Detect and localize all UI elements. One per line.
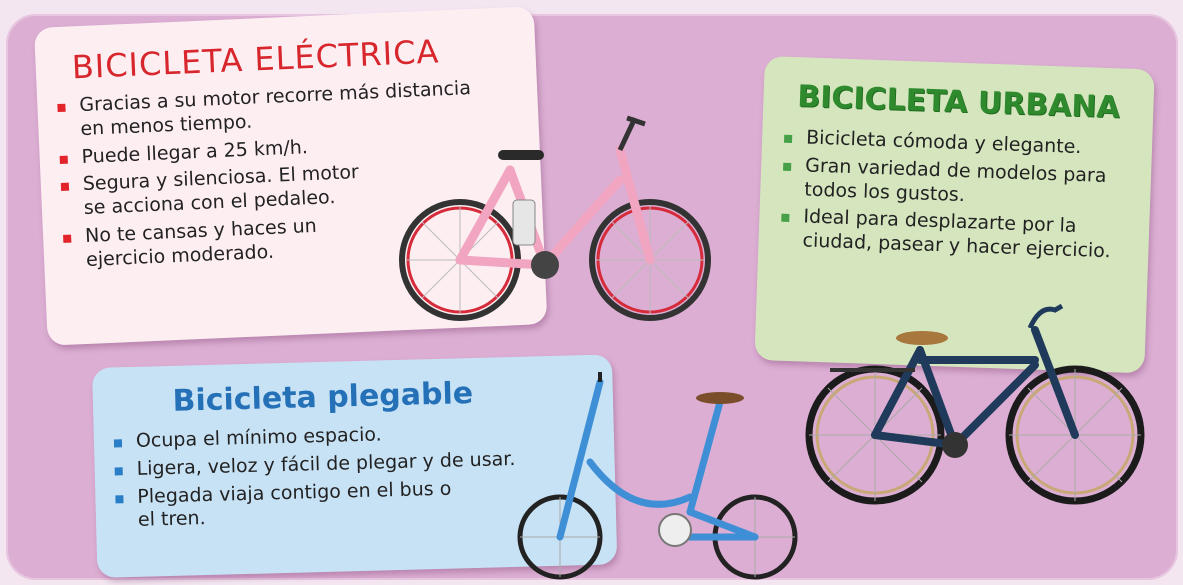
bullet-icon	[63, 234, 72, 243]
list-item-text: Ideal para desplazarte por la ciudad, pa…	[802, 205, 1111, 263]
list-item-text: Bicicleta cómoda y elegante.	[805, 126, 1082, 159]
list-item: Gran variedad de modelos para todos los …	[778, 153, 1115, 212]
urban-bike-image	[805, 303, 1145, 505]
bullet-icon	[781, 213, 790, 223]
bullet-icon	[57, 103, 66, 113]
list-item-text: Plegada viaja contigo en el bus o el tre…	[137, 477, 452, 532]
list-item: Ideal para desplazarte por la ciudad, pa…	[776, 205, 1123, 265]
bullet-icon	[783, 162, 792, 171]
bullet-icon	[114, 466, 123, 476]
list-item: Segura y silenciosa. El motor se acciona…	[56, 160, 384, 222]
list-item-text: Ligera, veloz y fácil de plegar y de usa…	[136, 447, 516, 480]
list-item-text: Puede llegar a 25 km/h.	[81, 135, 309, 168]
urban-bike-title: BICICLETA URBANA	[796, 79, 1121, 126]
folding-bike-image	[517, 372, 798, 580]
electric-bike-image	[399, 115, 711, 321]
bullet-icon	[115, 494, 124, 503]
urban-bike-list: Bicicleta cómoda y elegante. Gran varied…	[776, 126, 1152, 266]
list-item-text: Ocupa el mínimo espacio.	[135, 423, 382, 452]
list-item: Plegada viaja contigo en el bus o el tre…	[111, 477, 468, 534]
bullet-icon	[59, 155, 68, 164]
bullet-icon	[60, 182, 70, 192]
list-item-text: Segura y silenciosa. El motor se acciona…	[82, 161, 360, 219]
bullet-icon	[113, 439, 123, 448]
list-item-text: No te cansas y haces un ejercicio modera…	[84, 214, 318, 271]
bullet-icon	[783, 134, 793, 143]
list-item: No te cansas y haces un ejercicio modera…	[59, 213, 367, 274]
list-item-text: Gran variedad de modelos para todos los …	[804, 154, 1107, 206]
